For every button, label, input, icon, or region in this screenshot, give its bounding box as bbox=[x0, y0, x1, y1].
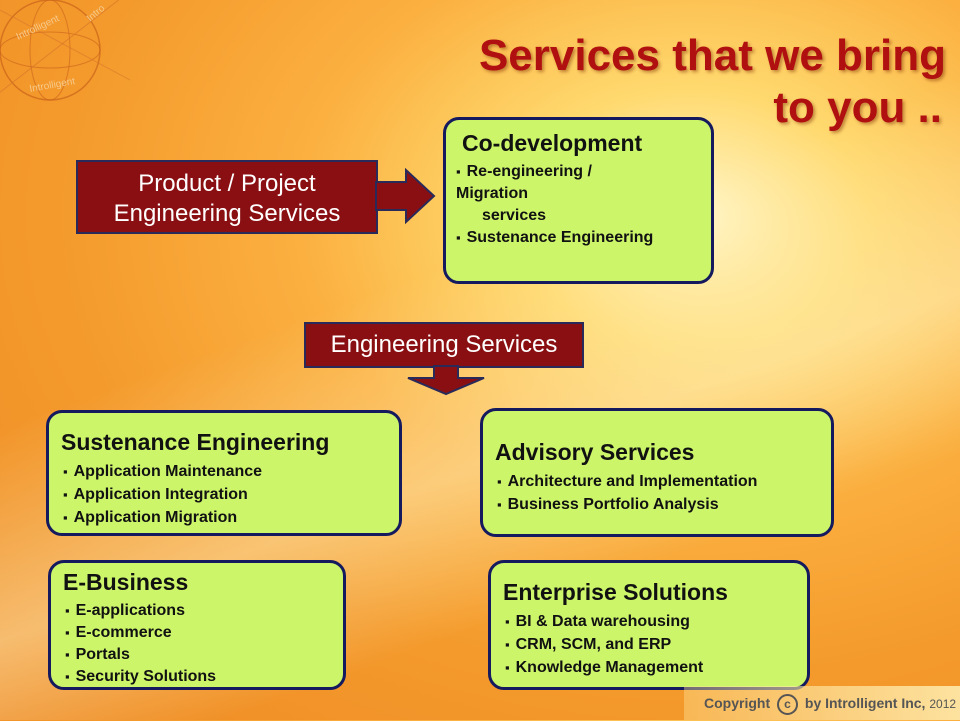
down-arrow-icon bbox=[407, 365, 485, 396]
list-item: E-applications bbox=[63, 600, 333, 622]
engineering-services-box: Engineering Services bbox=[304, 322, 584, 368]
copyright-icon: c bbox=[777, 693, 798, 715]
ebusiness-list: E-applications E-commerce Portals Securi… bbox=[63, 600, 333, 688]
list-item: CRM, SCM, and ERP bbox=[503, 633, 797, 656]
list-item: Application Maintenance bbox=[61, 460, 389, 483]
list-item: Sustenance Engineering bbox=[456, 227, 703, 249]
copyright-prefix: Copyright bbox=[704, 695, 771, 711]
list-item: Knowledge Management bbox=[503, 656, 797, 679]
enterprise-title: Enterprise Solutions bbox=[503, 579, 728, 605]
sustenance-title: Sustenance Engineering bbox=[61, 429, 330, 455]
sustenance-engineering-box: Sustenance Engineering Application Maint… bbox=[46, 410, 402, 536]
title-line-1: Services that we bring bbox=[478, 31, 946, 80]
logo-text-2: Intro bbox=[85, 3, 108, 25]
list-item: Re-engineering / bbox=[456, 161, 703, 183]
globe-logo-icon: Introlligent Intro Introlligent bbox=[0, 0, 131, 101]
ebusiness-box: E-Business E-applications E-commerce Por… bbox=[48, 560, 346, 690]
right-arrow-icon bbox=[375, 167, 436, 225]
codevelopment-box: Co-development Re-engineering / Migratio… bbox=[443, 117, 714, 284]
list-item: Application Integration bbox=[61, 483, 389, 506]
list-item: E-commerce bbox=[63, 622, 333, 644]
codevelopment-title: Co-development bbox=[462, 130, 643, 156]
list-item: Portals bbox=[63, 644, 333, 666]
list-item: Architecture and Implementation bbox=[495, 470, 821, 493]
ebusiness-title: E-Business bbox=[63, 569, 189, 595]
list-item: Application Migration bbox=[61, 506, 389, 529]
copyright-owner: by Introlligent Inc, bbox=[804, 695, 926, 711]
logo-text-1: Introlligent bbox=[15, 13, 62, 43]
codevelopment-list: Re-engineering / Migration services Sust… bbox=[456, 161, 703, 249]
page-title: Services that we bring to you .. bbox=[479, 30, 946, 134]
advisory-list: Architecture and Implementation Business… bbox=[495, 470, 821, 516]
copyright-footer: Copyright c by Introlligent Inc, 2012 bbox=[684, 686, 960, 720]
copyright-year: 2012 bbox=[929, 697, 957, 711]
enterprise-list: BI & Data warehousing CRM, SCM, and ERP … bbox=[503, 610, 797, 679]
list-item: Business Portfolio Analysis bbox=[495, 493, 821, 516]
title-line-2: to you .. bbox=[773, 83, 942, 132]
enterprise-solutions-box: Enterprise Solutions BI & Data warehousi… bbox=[488, 560, 810, 690]
logo-text-3: Introlligent bbox=[29, 76, 77, 95]
list-item: BI & Data warehousing bbox=[503, 610, 797, 633]
advisory-title: Advisory Services bbox=[495, 439, 695, 465]
list-item: Migration bbox=[456, 185, 528, 202]
advisory-services-box: Advisory Services Architecture and Imple… bbox=[480, 408, 834, 537]
product-project-box: Product / Project Engineering Services bbox=[76, 160, 378, 234]
sustenance-list: Application Maintenance Application Inte… bbox=[61, 460, 389, 529]
list-item: Security Solutions bbox=[63, 666, 333, 688]
list-item: services bbox=[482, 207, 547, 224]
product-project-line-1: Product / Project bbox=[138, 170, 316, 197]
product-project-line-2: Engineering Services bbox=[113, 200, 341, 227]
